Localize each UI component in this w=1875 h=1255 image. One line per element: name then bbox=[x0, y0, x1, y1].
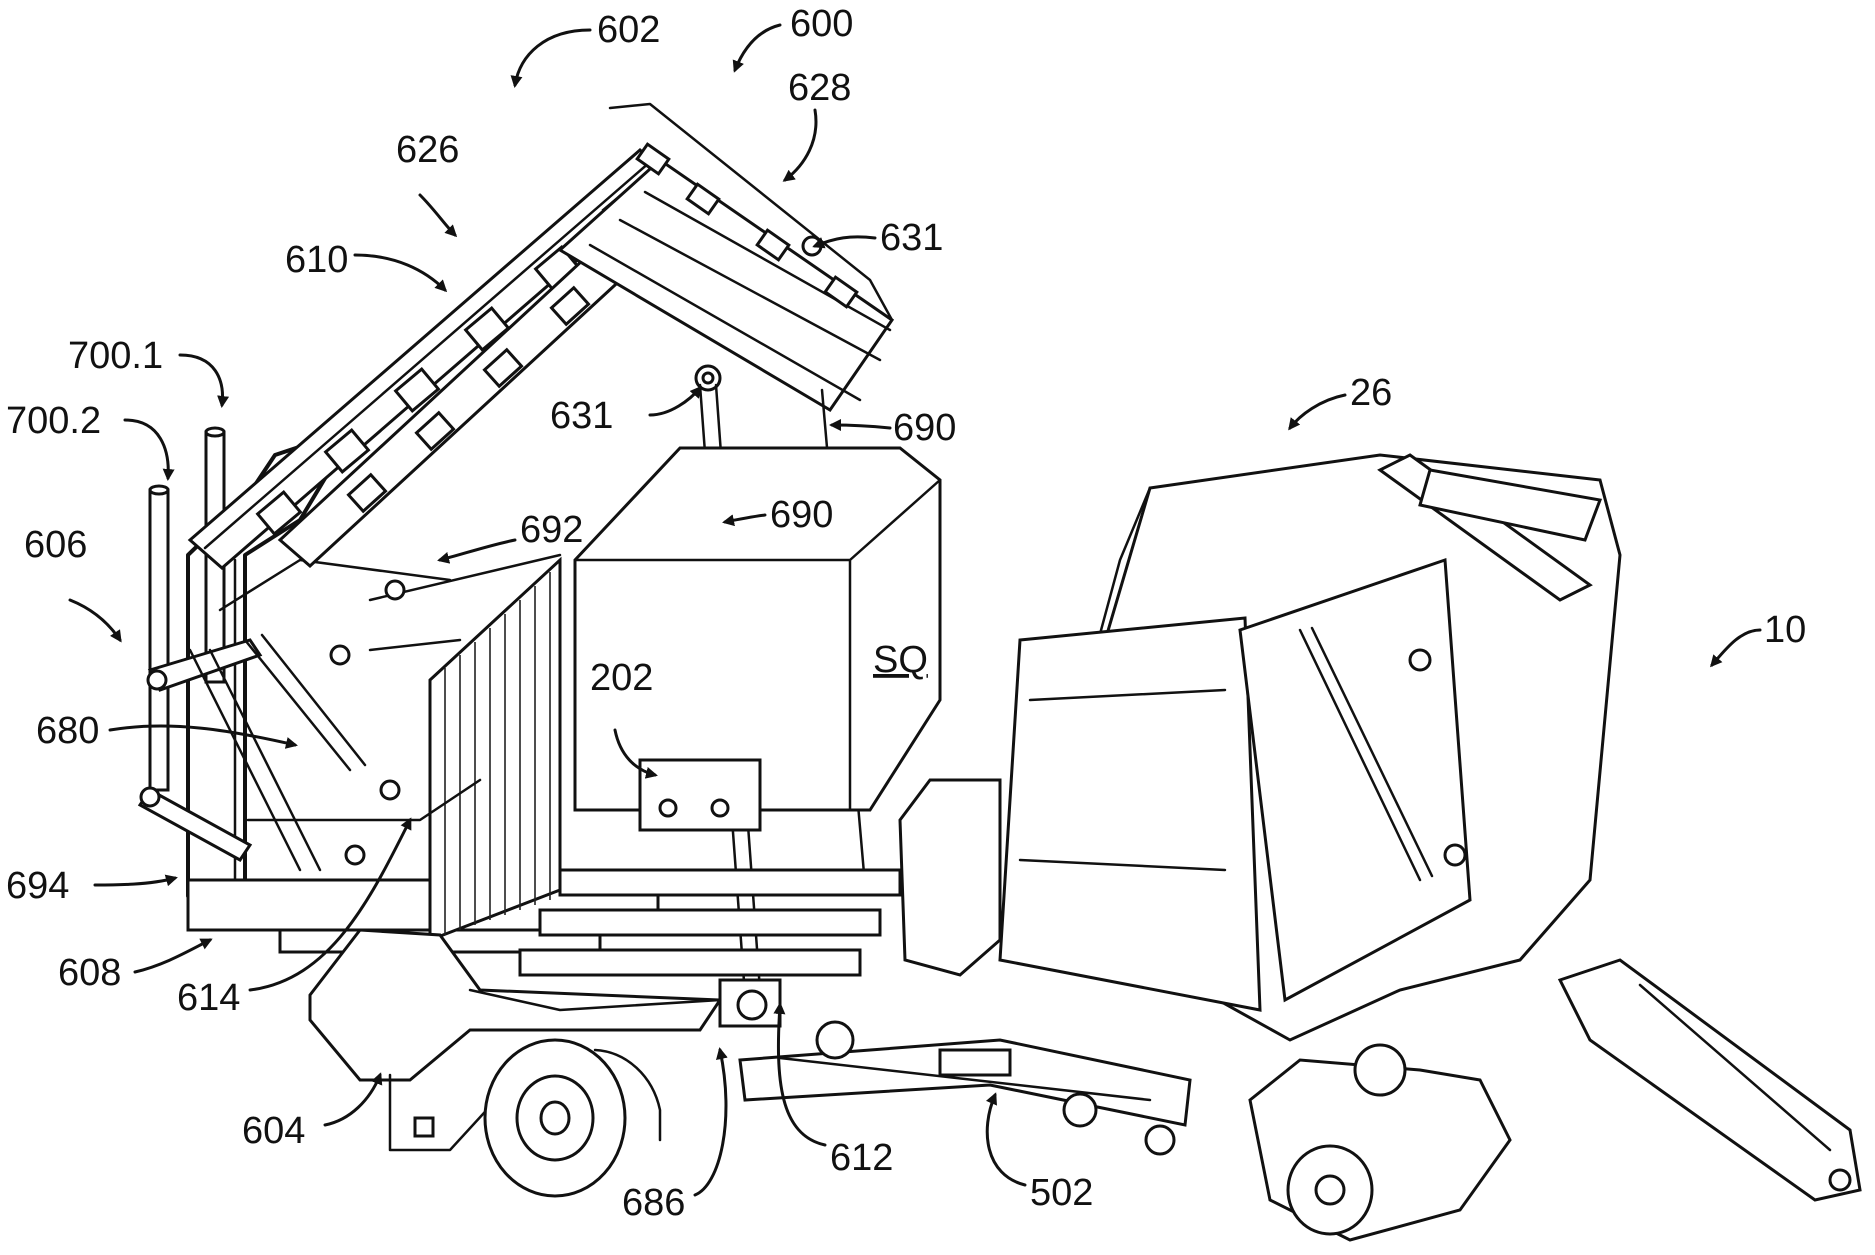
label-690-right: 690 bbox=[893, 407, 956, 449]
plate-202 bbox=[640, 760, 760, 830]
square-bale bbox=[575, 448, 940, 810]
baler-chamber-26 bbox=[1000, 455, 1620, 1040]
label-608: 608 bbox=[58, 952, 121, 994]
label-694: 694 bbox=[6, 865, 69, 907]
label-700-1: 700.1 bbox=[68, 335, 163, 377]
label-680: 680 bbox=[36, 710, 99, 752]
label-626: 626 bbox=[396, 129, 459, 171]
label-10: 10 bbox=[1764, 609, 1806, 651]
label-606: 606 bbox=[24, 524, 87, 566]
tilt-platform-628 bbox=[560, 104, 892, 410]
label-686: 686 bbox=[622, 1182, 685, 1224]
label-628: 628 bbox=[788, 67, 851, 109]
label-604: 604 bbox=[242, 1110, 305, 1152]
label-690-mid: 690 bbox=[770, 494, 833, 536]
upright-post-700-2 bbox=[150, 486, 168, 790]
label-26: 26 bbox=[1350, 372, 1392, 414]
label-sq: SQ bbox=[873, 639, 928, 681]
label-600: 600 bbox=[790, 3, 853, 45]
label-612: 612 bbox=[830, 1137, 893, 1179]
wheel bbox=[485, 1040, 660, 1196]
hitch-686 bbox=[720, 980, 780, 1026]
label-602: 602 bbox=[597, 9, 660, 51]
label-610: 610 bbox=[285, 239, 348, 281]
label-614: 614 bbox=[177, 977, 240, 1019]
label-631-lower: 631 bbox=[550, 395, 613, 437]
label-502: 502 bbox=[1030, 1172, 1093, 1214]
label-631-upper: 631 bbox=[880, 217, 943, 259]
label-700-2: 700.2 bbox=[6, 400, 101, 442]
baler-drawbar bbox=[1560, 960, 1860, 1200]
pickup-rotor bbox=[1250, 1045, 1510, 1240]
label-202: 202 bbox=[590, 657, 653, 699]
label-692: 692 bbox=[520, 509, 583, 551]
